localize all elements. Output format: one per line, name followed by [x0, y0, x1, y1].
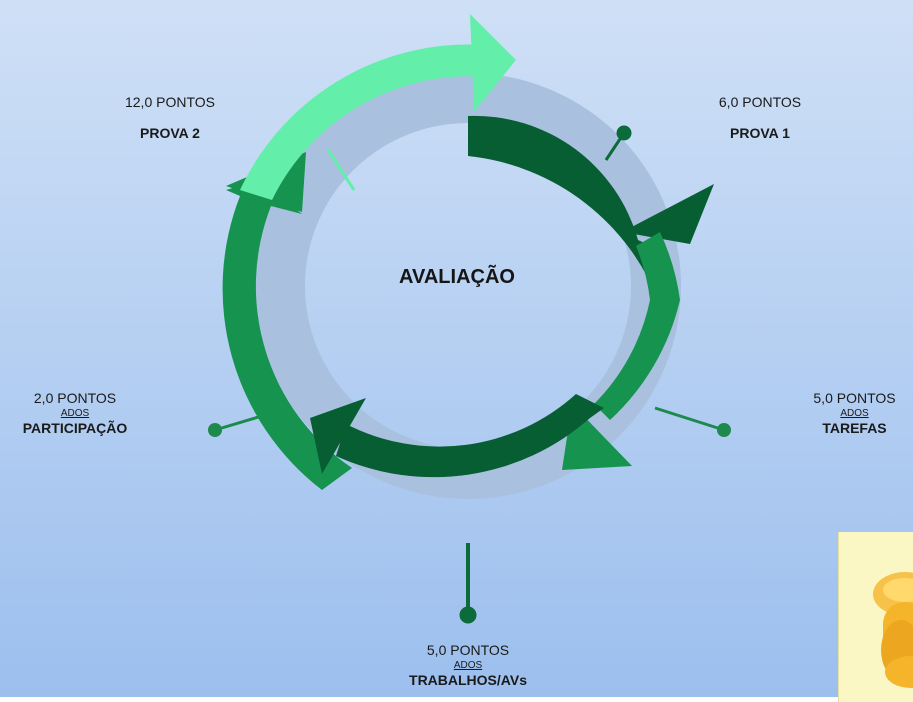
- points-tarefas: 5,0 PONTOS: [813, 390, 896, 406]
- name-tarefas: TAREFAS: [822, 420, 887, 436]
- arrow-trabalhos: [336, 394, 604, 478]
- connector-prova2: [326, 149, 356, 191]
- cartoon-character-icon: [873, 572, 913, 688]
- center-title: AVALIAÇÃO: [399, 266, 515, 288]
- character-sticker: [838, 532, 913, 702]
- points-prova1: 6,0 PONTOS: [718, 94, 802, 110]
- name-participacao: PARTICIPAÇÃO: [22, 420, 128, 436]
- label-trabalhos: 5,0 PONTOS ADOS TRABALHOS/AVs: [380, 640, 556, 689]
- arrowhead-prova1: [622, 184, 714, 244]
- connector-tarefas: [654, 406, 725, 432]
- sub-participacao: ADOS: [60, 408, 90, 419]
- label-prova1: 6,0 PONTOS PROVA 1: [690, 92, 830, 142]
- arrow-prova1: [468, 115, 662, 305]
- sub-trabalhos: ADOS: [453, 660, 483, 671]
- points-trabalhos: 5,0 PONTOS: [426, 642, 510, 658]
- connector-dot-tarefas: [717, 423, 731, 437]
- connector-dot-trabalhos: [459, 606, 477, 624]
- label-prova2: 12,0 PONTOS PROVA 2: [100, 92, 240, 142]
- connector-dot-prova1: [616, 125, 632, 141]
- connector-dot-participacao: [208, 423, 222, 437]
- connectors: [208, 125, 731, 624]
- sub-tarefas: ADOS: [840, 408, 869, 419]
- name-prova1: PROVA 1: [730, 125, 790, 141]
- label-tarefas: 5,0 PONTOS ADOS TAREFAS: [796, 388, 913, 437]
- arrowhead-prova2: [470, 14, 516, 112]
- points-participacao: 2,0 PONTOS: [33, 390, 117, 406]
- label-participacao: 2,0 PONTOS ADOS PARTICIPAÇÃO: [0, 388, 150, 437]
- arrow-participacao: [222, 180, 352, 490]
- name-trabalhos: TRABALHOS/AVs: [409, 672, 527, 688]
- arrow-tarefas: [594, 232, 680, 420]
- name-prova2: PROVA 2: [140, 125, 200, 141]
- points-prova2: 12,0 PONTOS: [124, 94, 215, 110]
- arrowhead-trabalhos: [310, 398, 366, 474]
